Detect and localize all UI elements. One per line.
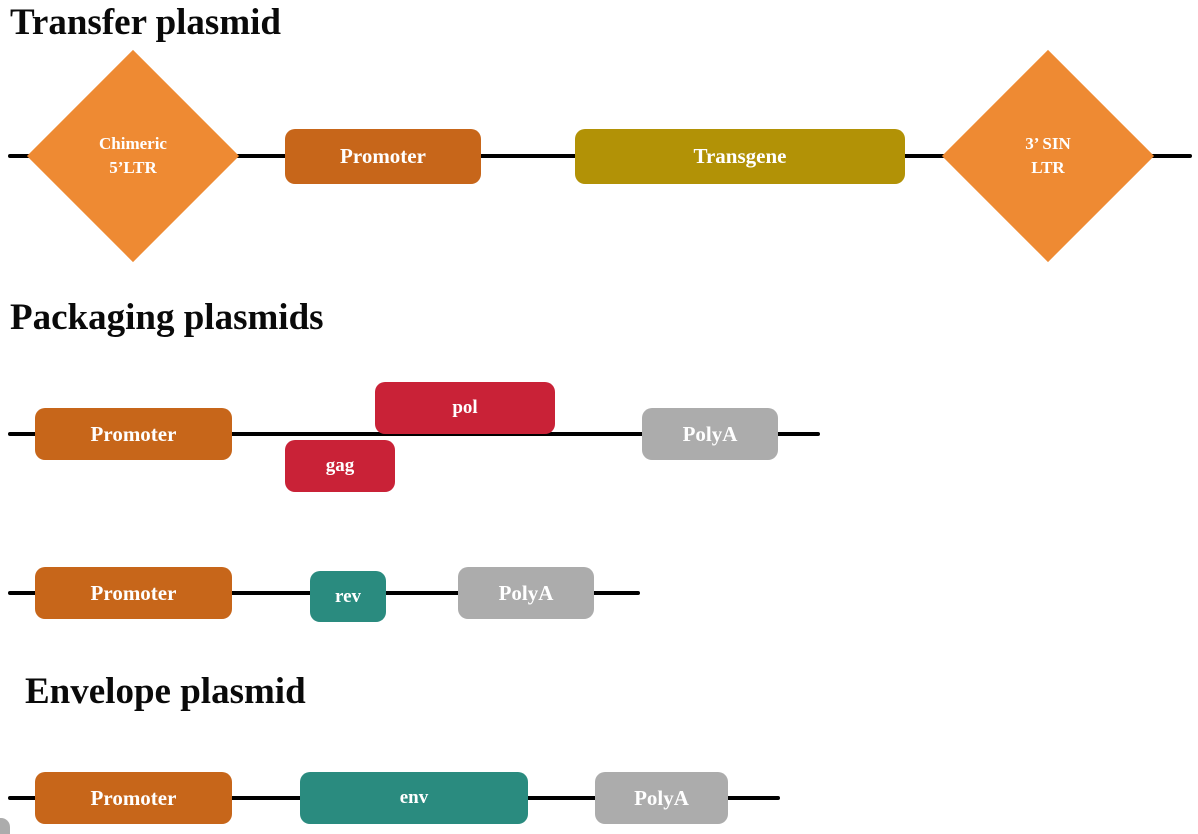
packaging2-polya-box: PolyA (458, 567, 594, 619)
env-box: env (300, 772, 528, 824)
sin-3ltr-label-line1: 3’ SIN (1025, 134, 1071, 154)
chimeric-5ltr-label-line1: Chimeric (99, 134, 167, 154)
packaging2-promoter-box: Promoter (35, 567, 232, 619)
rev-box: rev (310, 571, 386, 622)
packaging1-promoter-box: Promoter (35, 408, 232, 460)
pol-box: pol (375, 382, 555, 434)
cropped-gray-shape (0, 818, 10, 834)
envelope-promoter-box: Promoter (35, 772, 232, 824)
chimeric-5ltr-diamond: Chimeric 5’LTR (26, 49, 240, 263)
chimeric-5ltr-label-line2: 5’LTR (109, 158, 157, 177)
sin-3ltr-label-line2: LTR (1031, 158, 1065, 177)
gag-box: gag (285, 440, 395, 492)
packaging-backbone-line-1 (8, 432, 820, 436)
section-title-envelope: Envelope plasmid (25, 671, 306, 712)
sin-3ltr-diamond: 3’ SIN LTR (941, 49, 1155, 263)
envelope-polya-box: PolyA (595, 772, 728, 824)
section-title-packaging: Packaging plasmids (10, 297, 324, 338)
transfer-promoter-box: Promoter (285, 129, 481, 184)
packaging1-polya-box: PolyA (642, 408, 778, 460)
section-title-transfer: Transfer plasmid (10, 2, 282, 43)
transgene-box: Transgene (575, 129, 905, 184)
